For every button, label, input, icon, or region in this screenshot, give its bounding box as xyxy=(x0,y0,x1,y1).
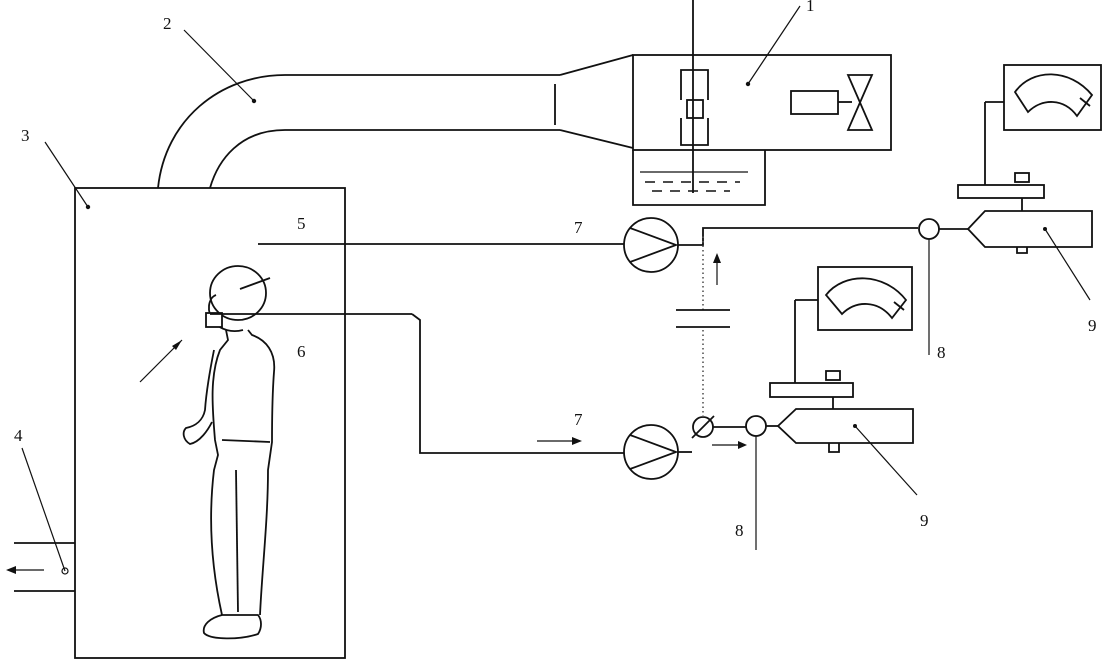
gauge-lower xyxy=(817,266,913,331)
leader-1 xyxy=(747,5,801,85)
flow-arrowhead-7 xyxy=(572,437,582,445)
bypass-arrowhead xyxy=(713,253,721,263)
gauge-upper xyxy=(1003,64,1102,131)
label-2: 2 xyxy=(163,14,172,33)
analyzer-lower xyxy=(776,408,914,444)
label-1: 1 xyxy=(806,0,815,15)
fan-motor xyxy=(790,90,839,115)
leader-9-right xyxy=(1044,228,1091,301)
label-9-right: 9 xyxy=(1088,316,1097,335)
leader-2 xyxy=(183,29,255,102)
flowmeter-lower xyxy=(745,415,767,437)
pump-upper-outlet xyxy=(678,227,918,246)
analyzer-upper-port xyxy=(1016,247,1028,254)
valve-lower-slash xyxy=(691,415,715,439)
leader-4 xyxy=(21,447,66,572)
mask-line-route xyxy=(411,313,624,454)
person-figure xyxy=(182,265,276,640)
pump-upper xyxy=(623,217,679,273)
leader-9-left xyxy=(854,425,918,496)
water-tank xyxy=(632,150,766,206)
gauge-upper-needle xyxy=(1079,97,1091,107)
leader-3 xyxy=(44,141,89,208)
label-7-bottom: 7 xyxy=(574,410,583,429)
gauge-lower-dial xyxy=(824,277,908,320)
analyzer-lower-port xyxy=(828,443,840,453)
label-9-left: 9 xyxy=(920,511,929,530)
label-6: 6 xyxy=(297,342,306,361)
duct-outer-wall xyxy=(157,74,560,189)
label-4: 4 xyxy=(14,426,23,445)
label-8-right: 8 xyxy=(937,343,946,362)
test-chamber xyxy=(74,187,346,659)
conditioning-unit xyxy=(632,54,892,151)
label-3: 3 xyxy=(21,126,30,145)
pump-upper-blades xyxy=(629,227,679,263)
gauge-upper-dial xyxy=(1013,73,1094,118)
duct-inner-wall xyxy=(209,129,560,189)
analyzer-upper-knob xyxy=(1014,172,1030,183)
label-5: 5 xyxy=(297,214,306,233)
duct-taper xyxy=(559,54,634,149)
analyzer-lower-knob xyxy=(825,370,841,381)
exhaust-arrowhead xyxy=(6,566,16,574)
heater-bracket xyxy=(680,69,709,146)
gauge-lower-needle xyxy=(893,301,905,311)
label-7-top: 7 xyxy=(574,218,583,237)
pump-lower xyxy=(623,424,679,480)
analyzer-upper xyxy=(966,210,1093,248)
pump-lower-blades xyxy=(629,434,679,470)
fan-icon xyxy=(846,74,874,131)
flow-arrowhead-lower xyxy=(738,441,747,449)
analyzer-lower-top-block xyxy=(769,382,854,398)
airflow-arrowhead-chamber xyxy=(172,340,182,350)
exhaust-marker-dot xyxy=(61,567,69,575)
flowmeter-upper xyxy=(918,218,940,240)
label-8-left: 8 xyxy=(735,521,744,540)
analyzer-upper-top-block xyxy=(957,184,1045,199)
heater-element xyxy=(686,99,704,119)
